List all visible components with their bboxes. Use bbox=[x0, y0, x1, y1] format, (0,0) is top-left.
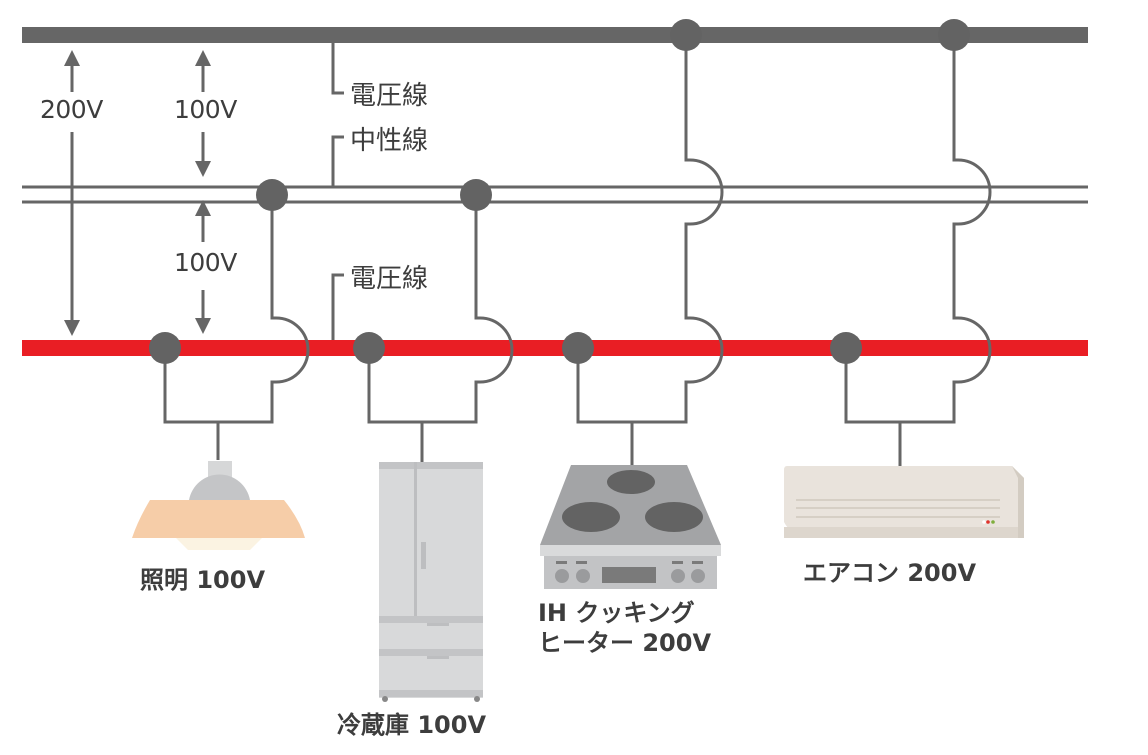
arrow-100v-lower bbox=[195, 200, 211, 334]
top-wire-label: 電圧線 bbox=[350, 81, 429, 111]
neutral-wire bbox=[22, 185, 1088, 204]
lamp-icon bbox=[132, 461, 305, 550]
neutral-wire-label: 中性線 bbox=[350, 126, 429, 156]
lamp-label: 照明 100V bbox=[140, 566, 266, 594]
node-bottom-fridge bbox=[353, 332, 385, 364]
refrigerator-icon bbox=[379, 462, 483, 702]
lamp-branch-wire bbox=[163, 196, 310, 460]
voltage-label-100v-lower: 100V bbox=[174, 248, 237, 277]
voltage-label-100v-upper: 100V bbox=[174, 95, 237, 124]
node-top-ac bbox=[938, 19, 970, 51]
ih-branch-wire bbox=[576, 35, 724, 465]
node-neutral-lamp bbox=[256, 179, 288, 211]
node-bottom-ac bbox=[830, 332, 862, 364]
neutral-wire-leader bbox=[331, 135, 344, 187]
ih-cooktop-label-line1: IH クッキング bbox=[538, 599, 695, 627]
ih-cooktop-label-line2: ヒーター 200V bbox=[538, 629, 712, 657]
air-conditioner-icon bbox=[784, 466, 1024, 538]
arrow-100v-upper bbox=[195, 50, 211, 177]
ac-branch-wire bbox=[844, 35, 992, 466]
bottom-wire-leader bbox=[331, 273, 344, 340]
bottom-wire-label: 電圧線 bbox=[350, 264, 429, 294]
node-neutral-fridge bbox=[460, 179, 492, 211]
node-bottom-lamp bbox=[149, 332, 181, 364]
node-top-ih bbox=[670, 19, 702, 51]
top-wire-leader bbox=[331, 43, 344, 95]
ih-cooktop-icon bbox=[540, 465, 721, 589]
air-conditioner-label: エアコン 200V bbox=[803, 559, 977, 587]
arrow-200v bbox=[64, 50, 80, 336]
voltage-label-200v: 200V bbox=[40, 95, 103, 124]
bottom-voltage-wire bbox=[22, 340, 1088, 356]
fridge-branch-wire bbox=[367, 196, 514, 462]
refrigerator-label: 冷蔵庫 100V bbox=[337, 711, 487, 739]
node-bottom-ih bbox=[562, 332, 594, 364]
top-voltage-wire bbox=[22, 27, 1088, 43]
